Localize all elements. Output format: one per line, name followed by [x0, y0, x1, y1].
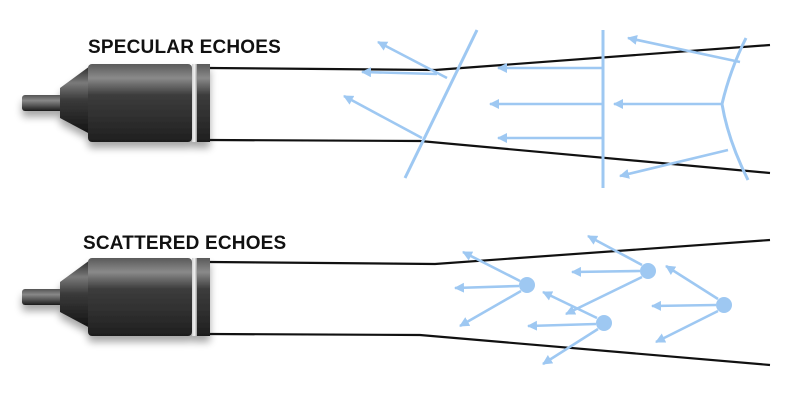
probe-cable: [22, 95, 64, 111]
scattered-panel: [22, 234, 771, 367]
beam-upper-edge: [209, 43, 771, 72]
echo-arrow: [619, 148, 729, 179]
probe-strain-relief: [60, 66, 90, 134]
echo-arrow: [377, 40, 448, 80]
scatterer-point: [596, 315, 612, 331]
specular-echoes-title: SPECULAR ECHOES: [88, 37, 282, 58]
specular-echo-arrows: [343, 34, 741, 179]
beam-lower-edge: [209, 332, 771, 367]
echo-arrow: [527, 320, 597, 331]
scattered-echo-arrows: [454, 234, 719, 366]
transducer-probe-top: [22, 64, 210, 142]
oblique-interface: [403, 29, 479, 179]
echo-arrow: [462, 250, 521, 283]
echo-arrow: [571, 266, 641, 277]
echo-arrow: [542, 290, 598, 320]
echo-arrow: [587, 234, 643, 267]
probe-body: [88, 64, 192, 142]
beam-outline-top: [209, 43, 771, 175]
echo-arrow: [651, 300, 717, 311]
echo-arrow: [542, 327, 599, 366]
echo-arrow: [361, 67, 438, 78]
probe-cable: [22, 289, 64, 305]
probe-face: [192, 64, 197, 142]
echo-arrow: [343, 94, 423, 140]
probe-ring: [196, 64, 210, 142]
scatterer-point: [716, 297, 732, 313]
probe-ring: [196, 258, 210, 336]
beam-outline-bottom: [209, 238, 771, 367]
beam-lower-edge: [209, 138, 771, 175]
echo-arrow: [627, 34, 741, 64]
specular-panel: [22, 29, 771, 188]
scatterer-point: [519, 277, 535, 293]
transducer-probe-bottom: [22, 258, 210, 336]
probe-body: [88, 258, 192, 336]
echo-arrow: [454, 282, 520, 293]
probe-strain-relief: [60, 260, 90, 328]
scattered-echoes-title: SCATTERED ECHOES: [83, 233, 287, 254]
scatterer-point: [640, 263, 656, 279]
echo-arrow: [459, 289, 522, 328]
echo-arrow: [665, 264, 719, 301]
beam-upper-edge: [209, 238, 771, 266]
scatterers: [519, 263, 732, 331]
echo-arrow: [655, 309, 719, 344]
probe-face: [192, 258, 197, 336]
